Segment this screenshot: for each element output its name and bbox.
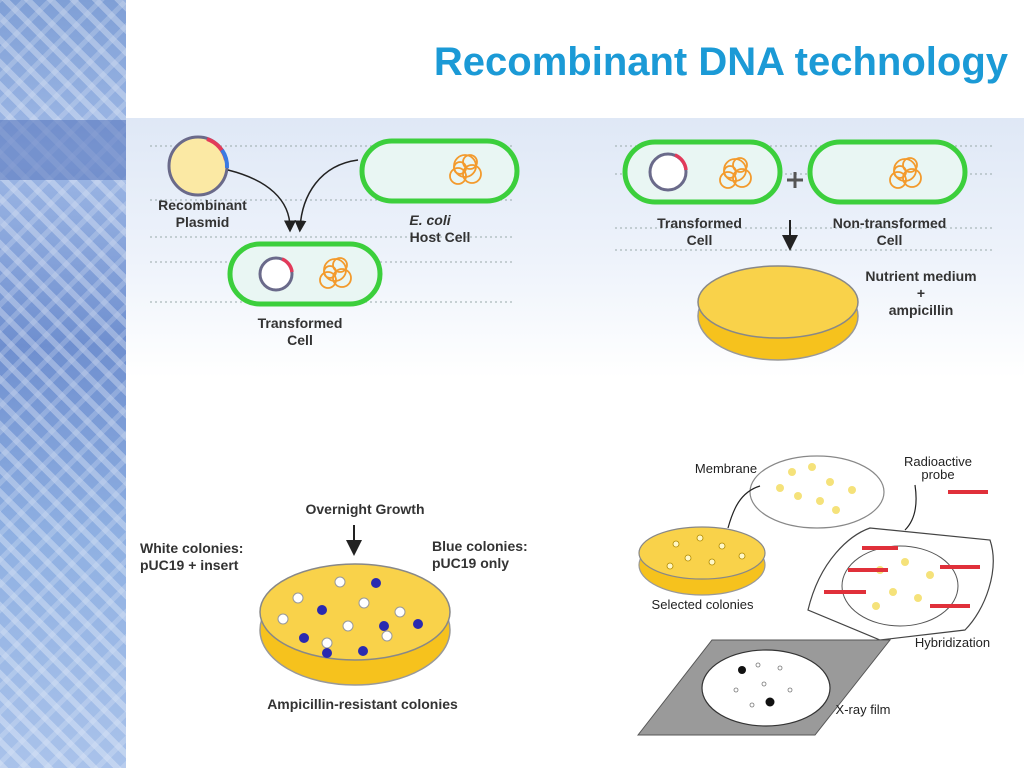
xray-film-label: X-ray film: [835, 702, 891, 717]
connector-membrane: [727, 485, 761, 529]
arrow-host: [294, 159, 359, 233]
connector-probe: [904, 484, 917, 531]
non-transformed-cell: [807, 139, 968, 205]
hybridization-bag: [807, 527, 994, 641]
membrane: [749, 455, 885, 529]
overnight-growth-label: Overnight Growth: [305, 501, 425, 517]
xray-film: [636, 639, 892, 736]
transformed-cell-2: [622, 139, 783, 205]
selected-colonies-label: Selected colonies: [651, 597, 754, 612]
arrow-plasmid: [227, 169, 296, 233]
membrane-label: Membrane: [694, 461, 758, 476]
recombinant-plasmid-label: Recombinant Plasmid: [158, 197, 247, 230]
non-transformed-cell-label: Non-transformed Cell: [832, 215, 947, 248]
radioactive-probe-label: Radioactive probe: [904, 454, 972, 482]
selected-colonies-dish: [638, 526, 766, 596]
transformed-cell-label-2: Transformed Cell: [657, 215, 742, 248]
transformed-cell-1: [227, 241, 383, 307]
nutrient-medium-label: Nutrient medium + ampicillin: [865, 268, 977, 318]
recombinant-plasmid: [167, 135, 230, 197]
transformed-cell-label-1: Transformed Cell: [257, 315, 343, 348]
probe-marks: [948, 490, 988, 494]
hybridization-label: Hybridization: [914, 635, 991, 650]
decorative-sidebar: [0, 0, 126, 768]
ecoli-host-cell: [359, 138, 520, 204]
white-colonies-label: White colonies: pUC19 + insert: [140, 540, 244, 573]
slide-title: Recombinant DNA technology: [433, 40, 1008, 84]
colony-dish: [259, 563, 451, 686]
plus-icon: [787, 172, 803, 188]
white-colonies: [277, 576, 406, 649]
host-italic-label: E. coli: [409, 212, 451, 228]
host-cell-label: Host Cell: [409, 229, 471, 245]
blue-colonies-label: Blue colonies: pUC19 only: [432, 538, 528, 571]
blue-colonies: [299, 578, 423, 658]
ampicillin-colonies-label: Ampicillin-resistant colonies: [267, 696, 458, 712]
nutrient-medium-dish: [697, 265, 859, 361]
chromosomal-dna-icon: [449, 154, 482, 185]
